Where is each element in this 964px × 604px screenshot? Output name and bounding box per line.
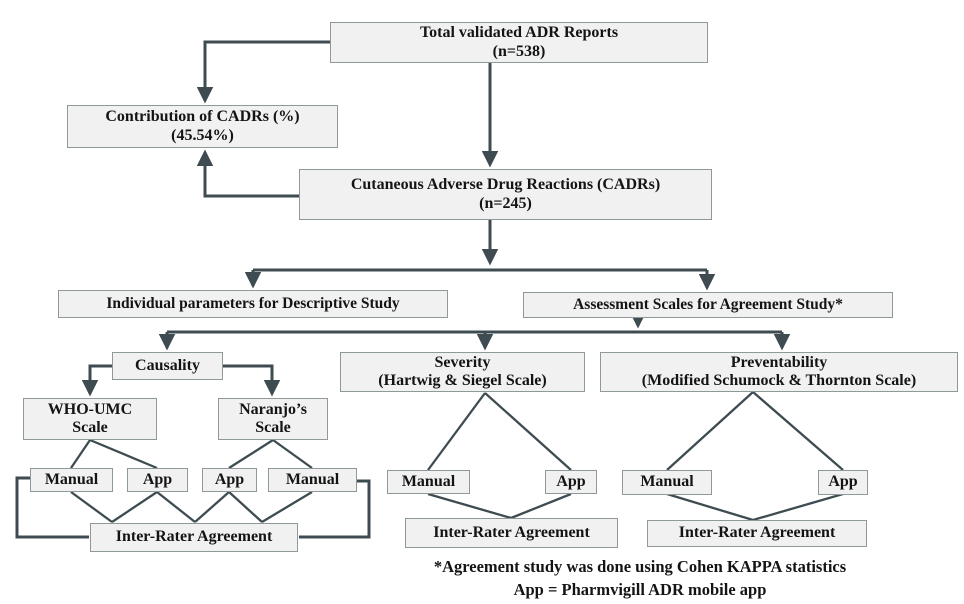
footnote-app-definition: App = Pharmvigill ADR mobile app [513,580,767,599]
node-manual-severity: Manual [387,470,470,494]
node-app-who-umc: App [127,468,188,492]
node-severity: Severity (Hartwig & Siegel Scale) [340,352,585,392]
connector-causality-to-scales [81,364,281,397]
node-label: Manual [401,472,456,490]
footnotes: *Agreement study was done using Cohen KA… [340,555,940,601]
node-contribution-of-cadrs: Contribution of CADRs (%) (45.54%) [67,105,338,148]
node-label: Manual [285,470,340,488]
node-scale: (Hartwig & Siegel Scale) [378,372,547,389]
footnote-kappa: *Agreement study was done using Cohen KA… [433,557,847,576]
node-label: Contribution of CADRs (%) [105,108,300,126]
node-manual-who-umc: Manual [30,468,113,492]
node-percentage: (45.54%) [171,126,234,144]
node-label: App [828,473,858,491]
node-who-umc-scale: WHO-UMC Scale [23,398,157,440]
node-label: Inter-Rater Agreement [678,524,836,542]
node-app-severity: App [545,470,597,494]
node-label: Total validated ADR Reports [419,24,619,42]
connector-preventability-cluster [666,391,844,522]
connector-assessment-splitter [158,311,791,351]
node-inter-rater-agreement-causality: Inter-Rater Agreement [90,523,298,552]
connector-cadrs-splitter [244,220,716,291]
node-label2: Scale [255,419,291,436]
node-label: Inter-Rater Agreement [433,523,590,541]
connector-cadrs-to-contribution [196,149,299,198]
node-manual-preventability: Manual [622,470,712,495]
node-label: Manual [640,473,694,491]
node-label: WHO-UMC [47,400,133,418]
node-count: (n=245) [479,194,532,212]
node-label2: Scale [72,419,108,436]
connector-left-cluster-to-ira [15,476,371,539]
node-label: Causality [135,356,200,374]
node-label: Assessment Scales for Agreement Study* [573,296,843,314]
node-inter-rater-agreement-preventability: Inter-Rater Agreement [647,520,867,547]
node-causality: Causality [112,352,223,380]
node-scale: (Modified Schumock & Thornton Scale) [641,372,917,389]
node-preventability: Preventability (Modified Schumock & Thor… [600,352,958,392]
connector-severity-cluster [427,392,572,520]
node-descriptive-study: Individual parameters for Descriptive St… [58,290,448,318]
node-label: Naranjo’s [239,400,307,418]
node-cutaneous-adrs: Cutaneous Adverse Drug Reactions (CADRs)… [299,169,712,220]
node-manual-naranjo: Manual [268,468,357,492]
node-inter-rater-agreement-severity: Inter-Rater Agreement [405,518,618,548]
connector-naranjo-branches [228,439,313,469]
node-label: Manual [44,470,99,488]
node-total-validated-adr-reports: Total validated ADR Reports (n=538) [330,22,708,63]
node-app-preventability: App [818,470,868,495]
node-label: Severity [434,353,491,371]
node-label: App [556,472,586,490]
connector-top-to-contribution [196,40,330,104]
node-agreement-study: Assessment Scales for Agreement Study* [523,292,893,318]
connector-whoumc-branches [70,438,158,470]
node-label: Cutaneous Adverse Drug Reactions (CADRs) [350,176,661,194]
node-app-naranjo: App [202,468,257,492]
node-label: Inter-Rater Agreement [115,528,273,546]
node-label: App [214,470,245,488]
node-label: Individual parameters for Descriptive St… [106,295,400,313]
node-label: Preventability [730,353,828,371]
node-naranjo-scale: Naranjo’s Scale [218,398,328,440]
node-label: App [142,470,173,488]
node-count: (n=538) [492,42,546,60]
